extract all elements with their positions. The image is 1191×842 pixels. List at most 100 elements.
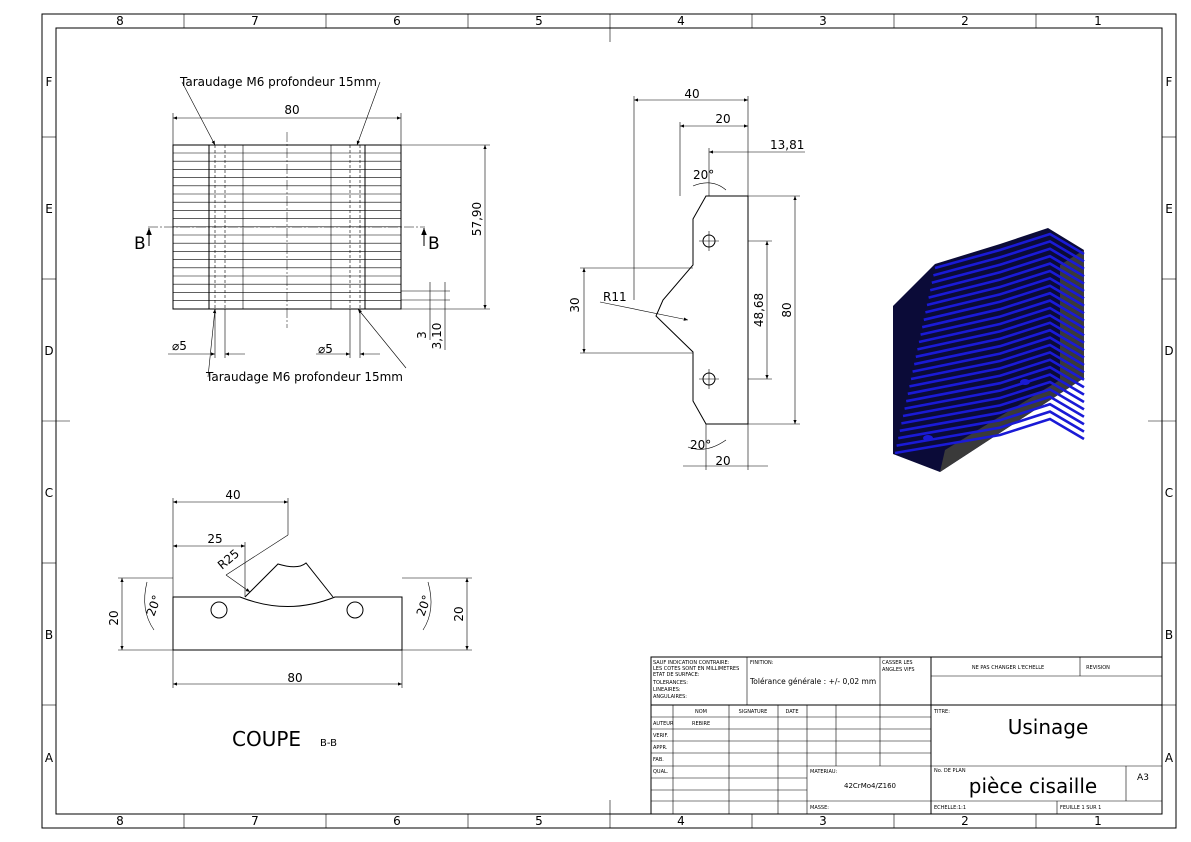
front-dim-width: 80 bbox=[284, 103, 299, 117]
zone-col-label: 7 bbox=[251, 14, 259, 28]
iso-stripe bbox=[902, 380, 1085, 418]
section-dim-25: 25 bbox=[207, 532, 222, 546]
zone-row-label: F bbox=[46, 75, 53, 89]
iso-stripe bbox=[921, 291, 1085, 329]
zone-row-label: E bbox=[1165, 202, 1173, 216]
side-angle-bottom: 20° bbox=[690, 438, 711, 452]
tb-format: A3 bbox=[1137, 773, 1149, 783]
iso-stripe bbox=[909, 350, 1085, 388]
side-radius: R11 bbox=[603, 290, 627, 304]
zone-col-label: 2 bbox=[961, 814, 969, 828]
zone-row-label: E bbox=[45, 202, 53, 216]
tb-plan-name: pièce cisaille bbox=[969, 774, 1097, 798]
iso-hole bbox=[1020, 379, 1030, 385]
title-block: SAUF INDICATION CONTRAIRE: LES COTES SON… bbox=[650, 656, 1163, 815]
side-dim-80: 80 bbox=[780, 302, 794, 317]
tb-col-signature: SIGNATURE bbox=[739, 709, 768, 715]
zone-col-label: 3 bbox=[819, 814, 827, 828]
tb-note-line: ANGULAIRES: bbox=[653, 694, 687, 700]
zone-col-label: 6 bbox=[393, 14, 401, 28]
section-dim-80: 80 bbox=[287, 671, 302, 685]
tb-col-date: DATE bbox=[785, 709, 798, 715]
front-dia-right: ⌀5 bbox=[318, 342, 333, 356]
zone-col-label: 1 bbox=[1094, 814, 1102, 828]
iso-stripe bbox=[897, 402, 1085, 440]
iso-stripe bbox=[896, 410, 1085, 447]
side-dim-40: 40 bbox=[684, 87, 699, 101]
section-label-suffix: B-B bbox=[320, 738, 337, 749]
zone-col-label: 4 bbox=[677, 14, 685, 28]
zone-row-label: B bbox=[1165, 628, 1173, 642]
zone-col-label: 8 bbox=[116, 814, 124, 828]
tb-note-line: SAUF INDICATION CONTRAIRE: bbox=[653, 660, 730, 666]
tb-row-appr: APPR. bbox=[653, 745, 668, 751]
iso-layer-stripes bbox=[894, 232, 1085, 455]
iso-stripe bbox=[917, 313, 1085, 351]
section-angle-left: 20° bbox=[144, 593, 164, 618]
iso-hole bbox=[923, 435, 933, 441]
iso-stripe bbox=[907, 358, 1085, 396]
front-dia-left: ⌀5 bbox=[172, 339, 187, 353]
section-angle-right: 20° bbox=[414, 593, 434, 618]
front-dim-3-10: 3,10 bbox=[430, 323, 444, 350]
side-view-outline bbox=[655, 195, 749, 425]
iso-stripe bbox=[928, 262, 1085, 299]
tb-row-verif: VERIF. bbox=[653, 733, 669, 739]
iso-stripe bbox=[926, 269, 1085, 307]
tb-scale: ECHELLE:1:1 bbox=[934, 805, 966, 811]
zone-ticks bbox=[42, 14, 1176, 828]
zone-col-label: 4 bbox=[677, 814, 685, 828]
tb-mass-label: MASSE: bbox=[810, 805, 829, 811]
iso-stripe bbox=[901, 387, 1085, 425]
section-view: 40 25 R25 20 20 20° 20° 80 COUPE B-B bbox=[107, 488, 472, 751]
iso-stripe bbox=[929, 254, 1085, 292]
section-top-profile bbox=[244, 562, 334, 598]
section-mark-left: B bbox=[134, 234, 146, 254]
zone-col-label: 7 bbox=[251, 814, 259, 828]
zone-col-label: 6 bbox=[393, 814, 401, 828]
iso-stripe bbox=[920, 299, 1085, 336]
tb-revision: REVISION bbox=[1086, 665, 1110, 671]
tb-note-line: LES COTES SONT EN MILLIMETRES bbox=[653, 666, 739, 672]
tb-edges-line: CASSER LES bbox=[882, 660, 913, 666]
section-dim-40: 40 bbox=[225, 488, 240, 502]
iso-stripe bbox=[899, 395, 1085, 433]
tb-no-scale: NE PAS CHANGER L'ECHELLE bbox=[972, 665, 1044, 671]
iso-stripe bbox=[912, 336, 1085, 373]
section-radius: R25 bbox=[215, 546, 242, 572]
side-dim-20-bottom: 20 bbox=[715, 454, 730, 468]
zone-col-label: 2 bbox=[961, 14, 969, 28]
iso-stripe bbox=[934, 232, 1085, 270]
zone-row-label: C bbox=[45, 486, 53, 500]
section-label: COUPE bbox=[232, 727, 301, 751]
section-dim-20-right: 20 bbox=[452, 606, 466, 621]
tb-edges-line: ANGLES VIFS bbox=[882, 667, 915, 673]
zone-row-label: A bbox=[45, 751, 54, 765]
tb-finish-label: FINITION: bbox=[750, 660, 774, 666]
zone-col-label: 8 bbox=[116, 14, 124, 28]
iso-stripe bbox=[913, 328, 1085, 366]
side-dim-48-68: 48,68 bbox=[752, 293, 766, 327]
iso-stripe bbox=[923, 284, 1085, 322]
zone-row-label: A bbox=[1165, 751, 1174, 765]
front-dim-height: 57,90 bbox=[470, 202, 484, 236]
section-dim-20-left: 20 bbox=[107, 610, 121, 625]
section-hole bbox=[210, 601, 228, 619]
iso-stripe bbox=[931, 247, 1085, 285]
side-view: 40 20 13,81 20° 30 R11 48,68 80 20° bbox=[568, 87, 805, 470]
tb-row-auteur: AUTEUR bbox=[653, 721, 674, 727]
iso-stripe bbox=[910, 343, 1085, 381]
zone-row-label: B bbox=[45, 628, 53, 642]
iso-stripe bbox=[905, 365, 1085, 403]
iso-stripe bbox=[918, 306, 1085, 344]
zone-col-label: 5 bbox=[535, 814, 543, 828]
side-dim-20-top: 20 bbox=[715, 112, 730, 126]
zone-col-label: 5 bbox=[535, 14, 543, 28]
front-view: Taraudage M6 profondeur 15mm Taraudage M… bbox=[134, 75, 490, 384]
tb-material-label: MATERIAU: bbox=[810, 769, 838, 775]
side-angle-top: 20° bbox=[693, 168, 714, 182]
zone-row-label: C bbox=[1165, 486, 1173, 500]
zone-row-label: F bbox=[1166, 75, 1173, 89]
side-dim-30: 30 bbox=[568, 297, 582, 312]
